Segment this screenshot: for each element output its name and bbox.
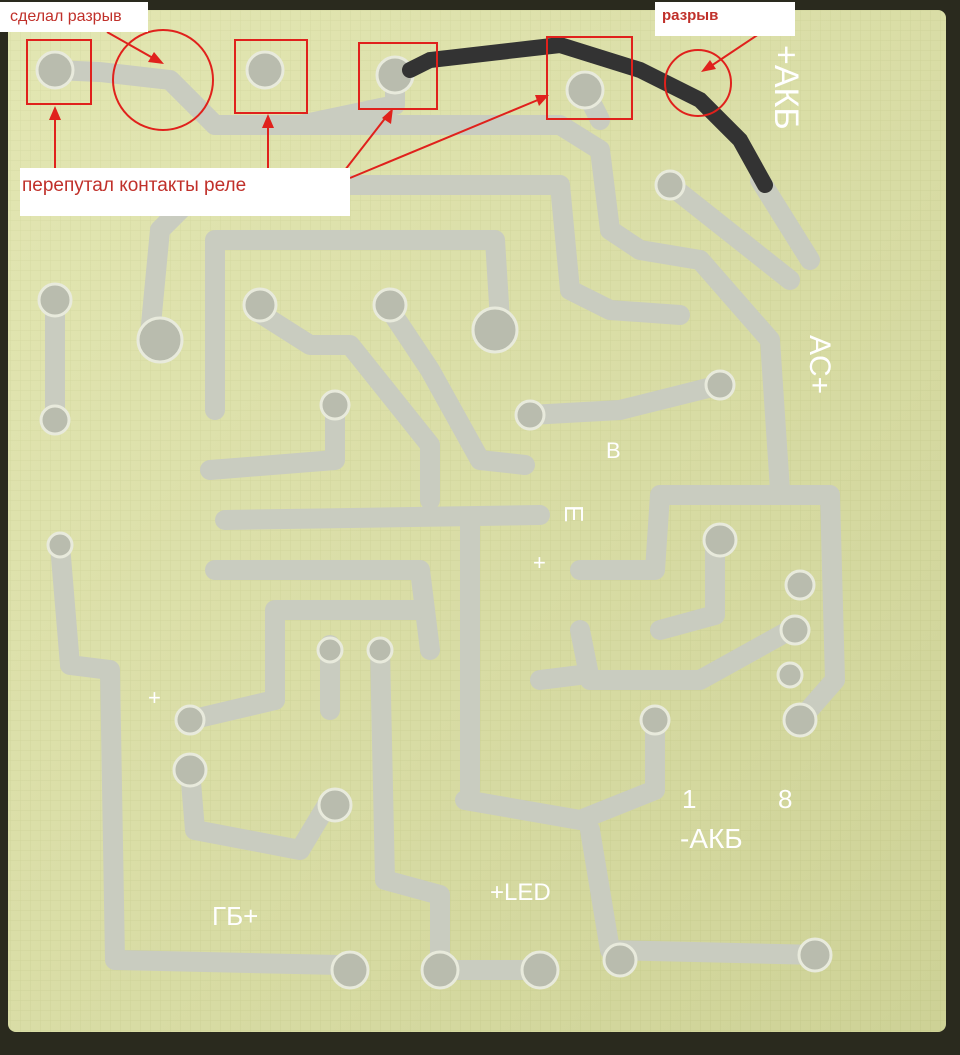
trace	[205, 560, 440, 660]
pad	[654, 169, 686, 201]
mark-box	[234, 39, 308, 114]
arrowhead	[701, 60, 716, 72]
marking-plus-mid: +	[533, 550, 546, 575]
arrowhead	[262, 114, 274, 128]
trace	[750, 170, 820, 270]
trace	[140, 175, 690, 345]
pad	[174, 704, 206, 736]
trace	[530, 665, 590, 690]
trace	[265, 600, 425, 710]
pad	[779, 614, 811, 646]
arrow-line	[349, 96, 546, 179]
trace	[180, 760, 340, 860]
mark-box	[26, 39, 92, 105]
arrow-line	[344, 111, 391, 171]
trace	[380, 300, 535, 475]
trace	[50, 535, 350, 975]
pad	[565, 70, 605, 110]
pad	[372, 287, 408, 323]
marking-b: B	[606, 438, 621, 463]
pad	[782, 702, 818, 738]
trace	[570, 485, 845, 730]
annotation-marks	[26, 27, 769, 179]
annotation-relay-contacts: перепутал контакты реле	[20, 168, 350, 216]
pad	[784, 569, 816, 601]
trace	[455, 710, 665, 830]
arrowhead	[49, 106, 61, 120]
pad	[520, 950, 560, 990]
marking-e: E	[559, 505, 589, 522]
pad	[39, 404, 71, 436]
trace	[45, 60, 790, 500]
marking-plus-left: +	[148, 685, 161, 710]
mark-circle	[112, 29, 214, 131]
arrowhead	[382, 108, 393, 124]
pad	[316, 636, 344, 664]
marking-gb: ГБ+	[212, 901, 258, 931]
marking-akb-top: +АКБ	[767, 45, 805, 130]
trace	[205, 230, 510, 420]
trace	[570, 620, 800, 690]
pad	[330, 950, 370, 990]
pad	[37, 282, 73, 318]
trace	[370, 640, 450, 985]
pad	[136, 316, 184, 364]
mark-box	[546, 36, 633, 120]
pad	[46, 531, 74, 559]
trace	[660, 175, 800, 290]
pad	[35, 50, 75, 90]
solder-traces	[45, 60, 845, 985]
pad	[245, 50, 285, 90]
pad	[172, 752, 208, 788]
arrowhead	[148, 52, 164, 64]
pad	[776, 661, 804, 689]
solder-pads	[35, 50, 833, 990]
marking-8: 8	[778, 784, 792, 814]
trace	[650, 535, 725, 640]
jumper-wire	[402, 36, 773, 193]
marking-1: 1	[682, 784, 696, 814]
arrowhead	[535, 95, 549, 106]
trace	[245, 300, 440, 510]
marking-led: +LED	[490, 879, 551, 906]
pad	[602, 942, 638, 978]
pad	[797, 937, 833, 973]
marking-ac: AC+	[803, 335, 836, 394]
marking-akb-bottom: -АКБ	[680, 823, 743, 854]
trace	[520, 375, 730, 425]
annotation-break-made: сделал разрыв	[0, 2, 148, 32]
pad	[471, 306, 519, 354]
pad	[317, 787, 353, 823]
annotation-break: разрыв	[655, 2, 795, 36]
pad	[366, 636, 394, 664]
trace	[215, 505, 550, 530]
pad	[639, 704, 671, 736]
pad	[514, 399, 546, 431]
mark-circle	[664, 49, 732, 117]
annotation-arrowheads	[49, 52, 716, 128]
pad	[702, 522, 738, 558]
pad	[242, 287, 278, 323]
pad	[704, 369, 736, 401]
pad	[420, 950, 460, 990]
trace	[200, 395, 345, 480]
mark-box	[358, 42, 438, 110]
pad	[319, 389, 351, 421]
